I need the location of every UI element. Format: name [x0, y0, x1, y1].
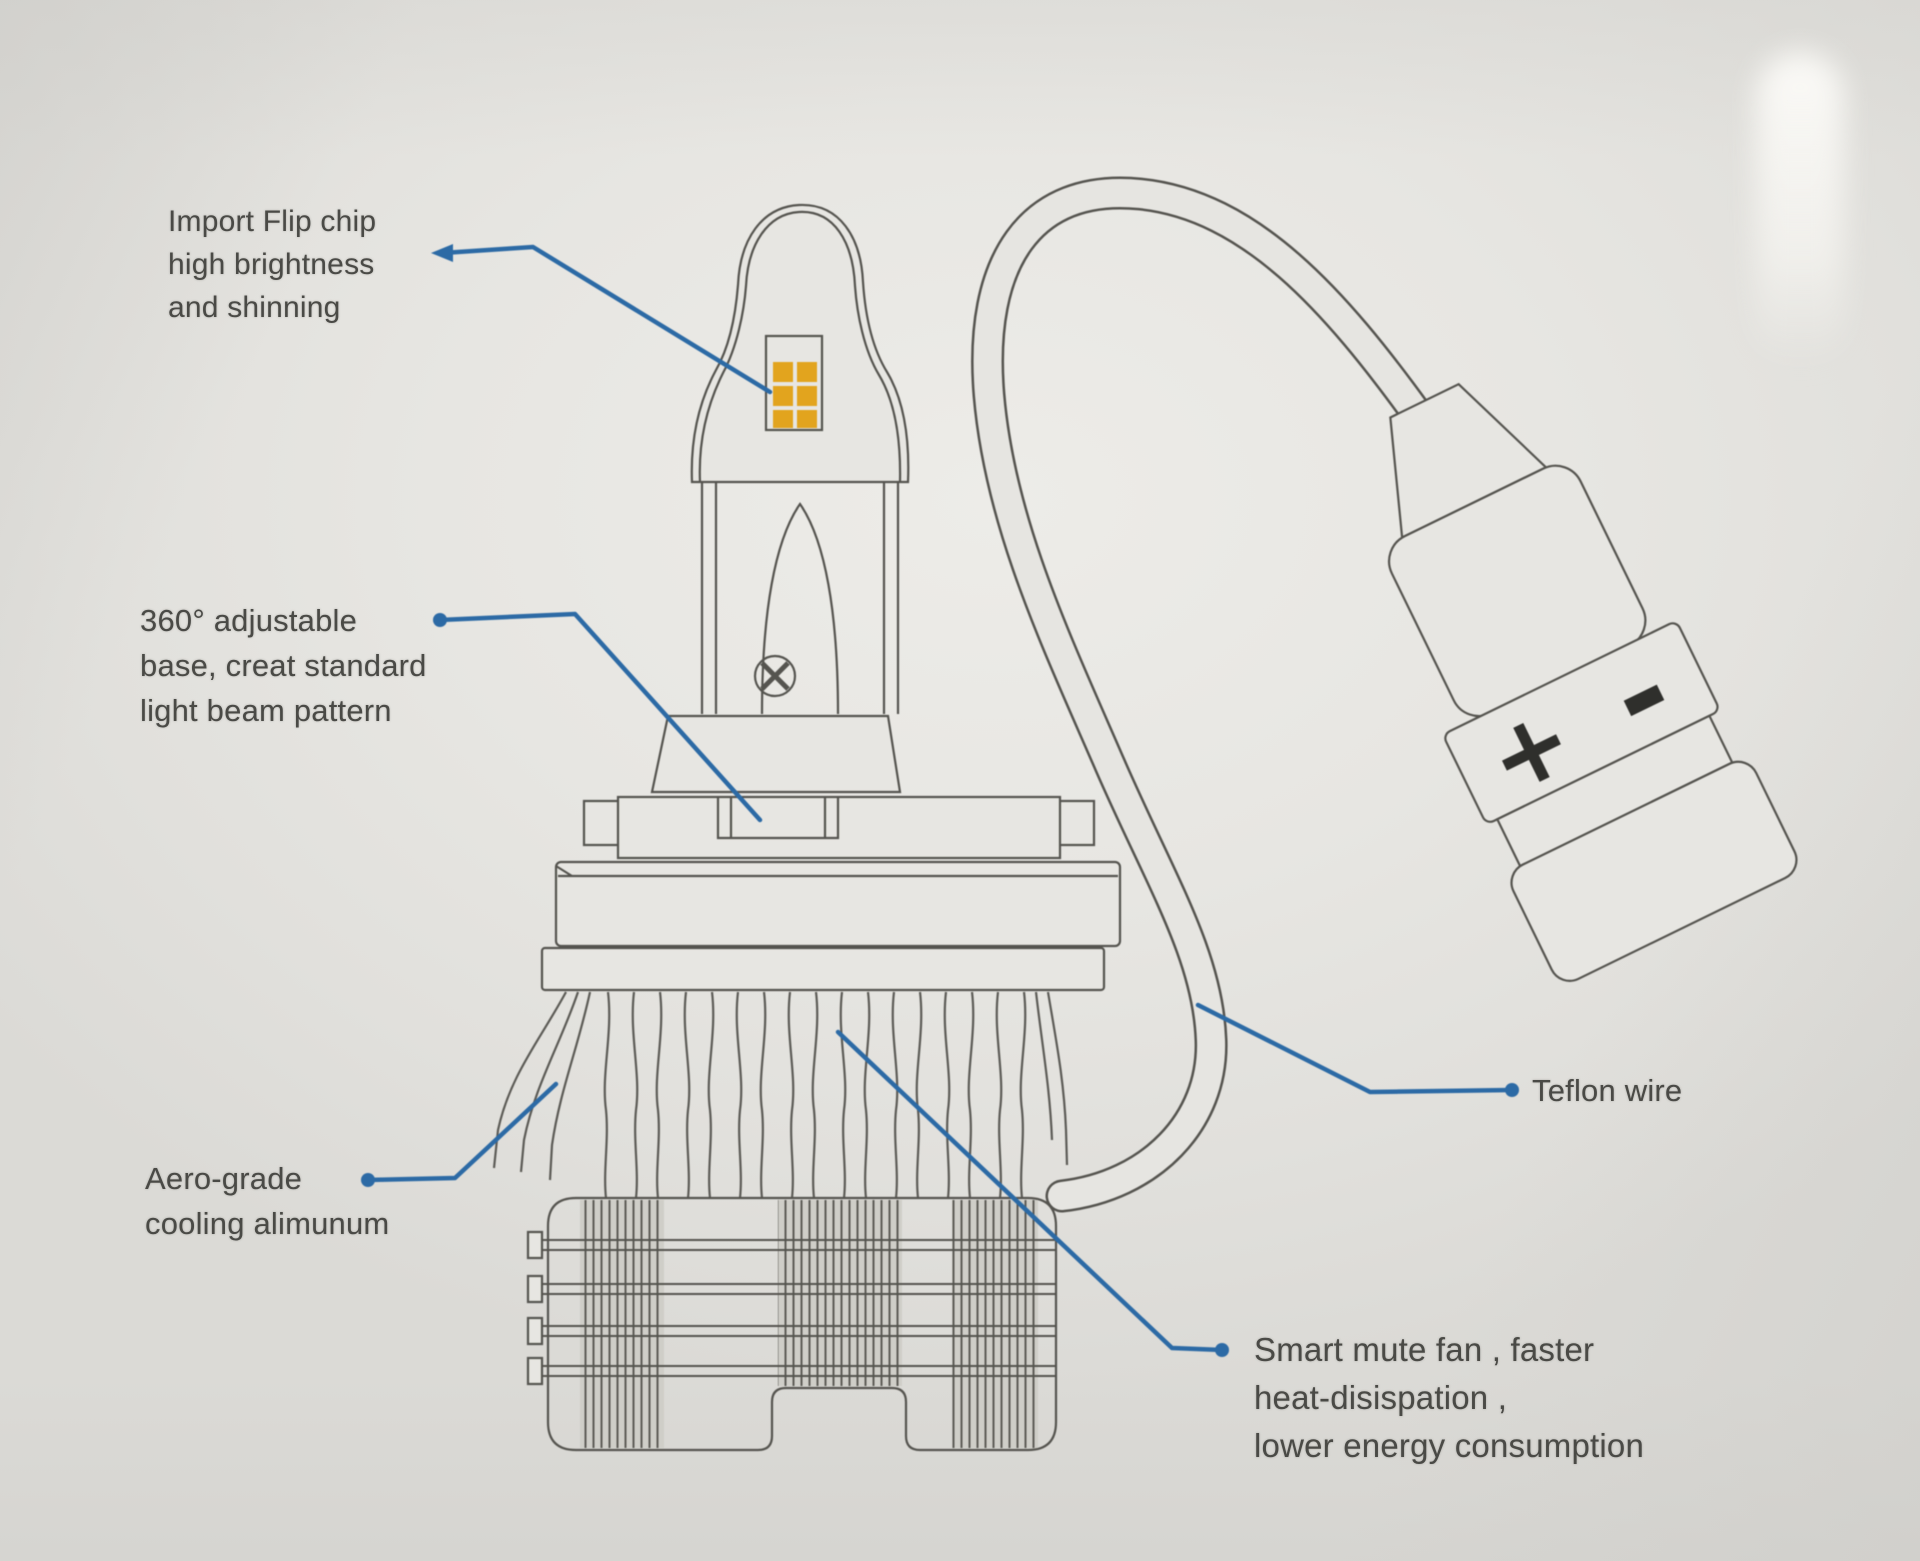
housing-left-tabs — [526, 1230, 544, 1386]
callout-teflon-wire: Teflon wire — [1532, 1068, 1682, 1113]
heatsink — [492, 860, 1122, 1199]
callout-smart-fan: Smart mute fan , faster heat-disispation… — [1254, 1326, 1644, 1470]
callout-line: high brightness — [168, 248, 375, 281]
callout-line: Teflon wire — [1532, 1073, 1683, 1108]
callout-leaders — [361, 244, 1519, 1357]
callout-line: heat-disispation , — [1254, 1379, 1508, 1416]
leader-dot — [1505, 1083, 1519, 1097]
led-chip-die-grid — [773, 362, 817, 428]
callout-import-chip: Import Flip chip high brightness and shi… — [168, 200, 376, 329]
callout-cooling: Aero-grade cooling alimunum — [145, 1156, 389, 1246]
fan-dense-fin-band — [580, 1200, 664, 1448]
callout-line: Smart mute fan , faster — [1254, 1331, 1595, 1368]
leader-smart-fan — [835, 1029, 1229, 1357]
callout-line: cooling alimunum — [145, 1206, 390, 1241]
wire-connector-plug: + - — [1387, 382, 1798, 982]
leader-adjustable-base — [433, 611, 763, 823]
callout-line: and shinning — [168, 291, 341, 324]
leader-arrowhead — [431, 244, 453, 262]
callout-line: 360° adjustable — [140, 603, 358, 638]
callout-line: Aero-grade — [145, 1161, 303, 1196]
callout-line: base, creat standard — [140, 648, 427, 683]
fan-dense-fin-band — [952, 1200, 1038, 1448]
callout-line: light beam pattern — [140, 693, 392, 728]
power-wire — [971, 176, 1437, 1213]
cooling-fins — [492, 991, 1069, 1199]
led-headlight-bulb — [492, 203, 1122, 1452]
callout-line: Import Flip chip — [168, 205, 377, 238]
leader-dot — [433, 613, 447, 627]
bulb-body-tube — [700, 482, 900, 715]
adjustable-base-collar — [582, 714, 1096, 860]
leader-cooling — [361, 1081, 559, 1187]
leader-teflon-wire — [1195, 1002, 1519, 1097]
callout-line: lower energy consumption — [1254, 1427, 1645, 1464]
callout-adjustable-base: 360° adjustable base, creat standard lig… — [140, 598, 427, 733]
connector-end-cap — [1510, 760, 1798, 982]
leader-import-chip — [431, 244, 773, 395]
fan-housing — [526, 1196, 1058, 1452]
led-chip — [764, 334, 824, 432]
bulb-glass-dome — [690, 203, 910, 484]
housing-ribs — [536, 1239, 1056, 1377]
leader-dot — [361, 1173, 375, 1187]
screw-icon — [753, 654, 797, 698]
leader-dot — [1215, 1343, 1229, 1357]
